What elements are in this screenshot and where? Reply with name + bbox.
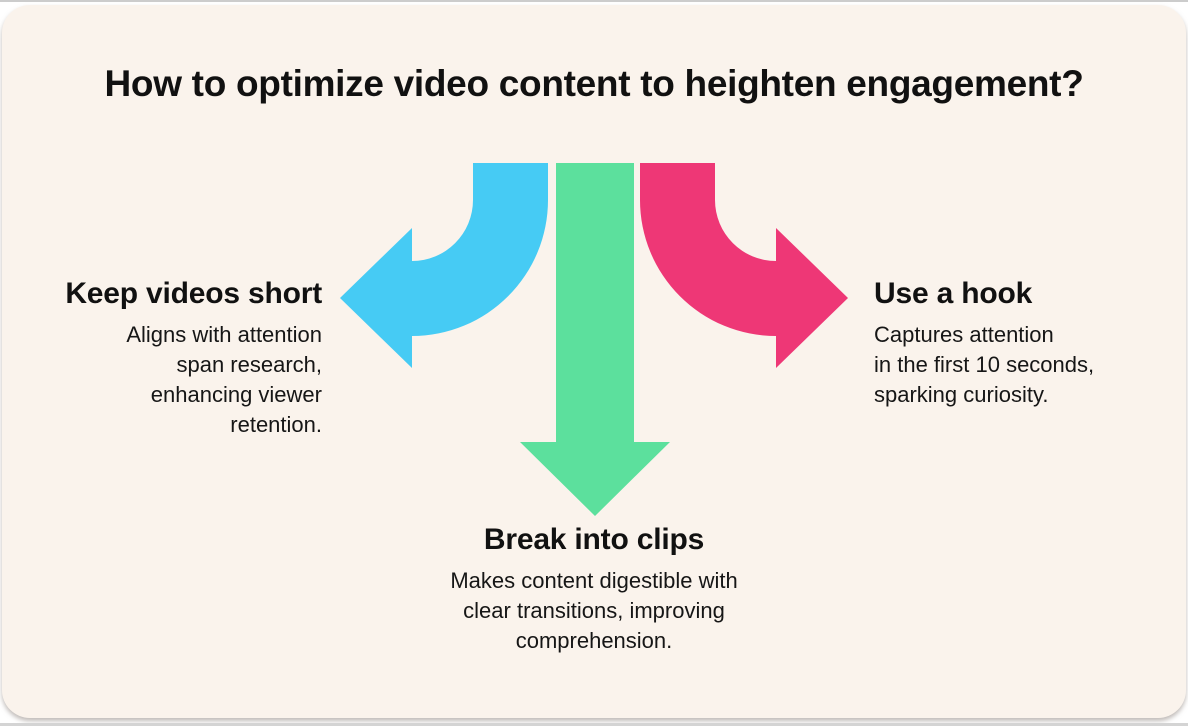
item-description: Makes content digestible with clear tran… <box>450 568 738 653</box>
page-top-divider <box>0 0 1188 2</box>
infographic-title: How to optimize video content to heighte… <box>104 63 1084 104</box>
item-break-into-clips: Break into clips Makes content digestibl… <box>394 522 794 656</box>
item-heading: Use a hook <box>874 277 1033 310</box>
page-bottom-divider <box>0 723 1188 726</box>
item-heading: Break into clips <box>483 523 705 556</box>
item-description: Captures attention in the first 10 secon… <box>874 322 1095 407</box>
item-heading: Keep videos short <box>65 277 322 310</box>
item-use-a-hook: Use a hook Captures attention in the fir… <box>874 276 1164 410</box>
item-description: Aligns with attention span research, enh… <box>126 322 322 437</box>
item-keep-videos-short: Keep videos short Aligns with attention … <box>40 276 322 440</box>
